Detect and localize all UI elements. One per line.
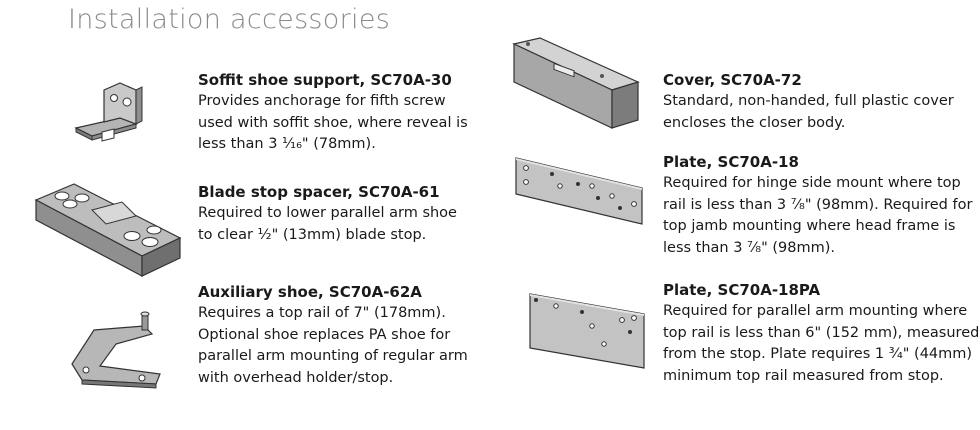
item-heading: Blade stop spacer, SC70A-61 — [198, 183, 440, 201]
item-description: Required for parallel arm mounting where… — [663, 303, 980, 384]
item-description: Required for hinge side mount where top … — [663, 175, 973, 256]
item-heading: Soffit shoe support, SC70A-30 — [198, 71, 452, 89]
bracket-icon — [68, 78, 152, 144]
accessory-sc70a-18pa: Plate, SC70A-18PA Required for parallel … — [663, 280, 979, 387]
item-description: Provides anchorage for fifth screw used … — [198, 93, 468, 152]
item-description: Standard, non-handed, full plastic cover… — [663, 93, 954, 131]
item-heading: Plate, SC70A-18PA — [663, 281, 821, 299]
accessory-sc70a-72: Cover, SC70A-72 Standard, non-handed, fu… — [663, 70, 954, 134]
item-description: Requires a top rail of 7" (178mm). Optio… — [198, 305, 468, 386]
closer-cover-icon — [506, 36, 644, 132]
mounting-plate-icon — [526, 290, 650, 374]
spacer-block-icon — [30, 180, 186, 280]
mounting-plate-icon — [512, 152, 646, 238]
item-heading: Plate, SC70A-18 — [663, 153, 799, 171]
accessory-sc70a-18: Plate, SC70A-18 Required for hinge side … — [663, 152, 972, 259]
accessory-sc70a-61: Blade stop spacer, SC70A-61 Required to … — [198, 182, 457, 246]
item-heading: Auxiliary shoe, SC70A-62A — [198, 283, 422, 301]
item-description: Required to lower parallel arm shoe to c… — [198, 205, 457, 243]
page-title: Installation accessories — [68, 4, 391, 35]
item-heading: Cover, SC70A-72 — [663, 71, 802, 89]
accessory-sc70a-30: Soffit shoe support, SC70A-30 Provides a… — [198, 70, 468, 156]
accessory-sc70a-62a: Auxiliary shoe, SC70A-62A Requires a top… — [198, 282, 468, 389]
auxiliary-shoe-icon — [64, 308, 168, 394]
